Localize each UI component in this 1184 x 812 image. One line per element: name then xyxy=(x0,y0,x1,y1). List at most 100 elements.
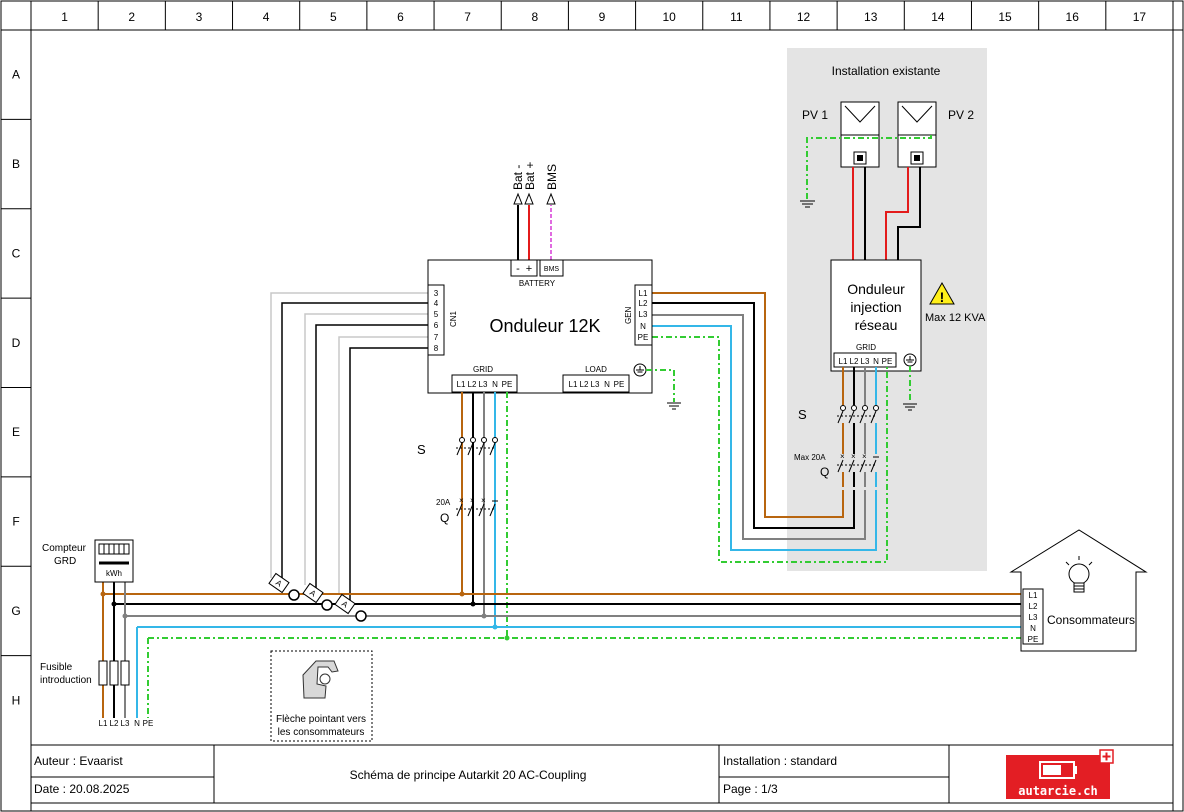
ct2-wire-b xyxy=(315,324,428,590)
current-transformer: A xyxy=(334,593,356,615)
fuse-terminal: L3 xyxy=(121,719,130,728)
junction-dot xyxy=(459,591,465,597)
grid-terminal: PE xyxy=(502,380,513,389)
svg-text:×: × xyxy=(470,496,475,505)
svg-text:×: × xyxy=(481,496,486,505)
gen-label: GEN xyxy=(624,306,633,324)
gen-terminal: L3 xyxy=(639,310,648,319)
ct-clamp-ring xyxy=(288,589,300,601)
injection-earth-terminal xyxy=(903,353,917,367)
svg-text:×: × xyxy=(459,496,464,505)
fuse-terminal: PE xyxy=(143,719,154,728)
meter-label-line2: GRD xyxy=(54,556,76,567)
main-disconnect-switch: × × × xyxy=(456,430,498,531)
warning-icon: ! xyxy=(929,281,955,305)
pv2-panel xyxy=(897,101,937,168)
grid-column-label: 4 xyxy=(263,10,270,24)
grid-column-label: 16 xyxy=(1066,10,1080,24)
cn1-pin: 8 xyxy=(434,344,439,353)
ct1-wire-b xyxy=(281,302,428,580)
pv2-dc-plus-wire xyxy=(885,167,909,260)
grid-column-label: 1 xyxy=(61,10,68,24)
consumer-terminal: L2 xyxy=(1029,602,1038,611)
ct-clamp-ring xyxy=(321,599,333,611)
fuse-label-line1: Fusible xyxy=(40,662,73,673)
grid-column-label: 17 xyxy=(1133,10,1147,24)
injection-inverter-line2: injection xyxy=(850,299,901,315)
load-terminal: L2 xyxy=(580,380,589,389)
ct-note-box xyxy=(270,650,373,742)
fuse-terminal: L1 xyxy=(99,719,108,728)
grid-terminal: L1 xyxy=(457,380,466,389)
pv1-label: PV 1 xyxy=(802,108,828,122)
pv1-panel xyxy=(840,101,880,168)
injection-terminal: PE xyxy=(882,357,893,366)
bms-label: BMS xyxy=(545,164,559,190)
gen-l2-wire xyxy=(652,302,855,529)
grid-row-label: D xyxy=(12,336,21,350)
main-switch-label: S xyxy=(417,442,426,457)
injection-breaker-q: Q xyxy=(820,465,829,479)
title-block xyxy=(31,744,1173,804)
battery-minus-terminal: - xyxy=(516,263,520,275)
max-kva-label: Max 12 KVA xyxy=(925,312,986,324)
consumer-terminal: L3 xyxy=(1029,613,1038,622)
grid-row-label: B xyxy=(12,157,20,171)
earth-symbol xyxy=(667,402,681,410)
grid-column-label: 7 xyxy=(464,10,471,24)
cn1-pin: 4 xyxy=(434,299,439,308)
bms-terminal-label: BMS xyxy=(544,266,560,273)
main-earth-wire xyxy=(646,369,675,402)
grid-terminal: L2 xyxy=(468,380,477,389)
gen-terminal: PE xyxy=(638,333,649,342)
bms-arrow xyxy=(546,192,556,205)
ct2-wire-a xyxy=(304,313,428,585)
grid-column-label: 5 xyxy=(330,10,337,24)
consumer-terminal: PE xyxy=(1028,635,1039,644)
grid-column-label: 11 xyxy=(730,10,743,24)
ct-mark: A xyxy=(274,578,284,589)
current-transformer: A xyxy=(268,572,290,594)
gen-l1-wire xyxy=(652,292,844,518)
gen-n-wire xyxy=(652,325,877,551)
earth-symbol xyxy=(903,403,917,411)
grid-column-label: 6 xyxy=(397,10,404,24)
existing-installation-title: Installation existante xyxy=(832,64,941,78)
autarcie-logo: autarcie.ch xyxy=(1006,749,1114,799)
ct-note-line1: Flèche pointant vers xyxy=(276,714,366,725)
date-field: Date : 20.08.2025 xyxy=(34,782,130,796)
ct3-wire-a xyxy=(338,336,428,595)
drawing-title: Schéma de principe Autarkit 20 AC-Coupli… xyxy=(350,768,587,782)
cn1-label: CN1 xyxy=(449,310,458,327)
main-breaker-label: 20A xyxy=(436,498,451,507)
bat-minus-arrow xyxy=(513,192,523,205)
main-inverter xyxy=(427,259,653,394)
pv2-dc-minus-wire xyxy=(897,167,921,260)
pv2-label: PV 2 xyxy=(948,108,974,122)
injection-inverter-line1: Onduleur xyxy=(847,281,905,297)
injection-inverter-line3: réseau xyxy=(855,317,898,333)
load-terminal: L3 xyxy=(591,380,600,389)
ct1-wire-a xyxy=(270,292,428,578)
load-terminal: PE xyxy=(614,380,625,389)
cn1-terminal-block xyxy=(427,284,445,356)
injection-disconnect-switch: ××× xyxy=(837,398,879,487)
main-earth-terminal xyxy=(633,363,647,377)
injection-breaker-label: Max 20A xyxy=(794,453,826,462)
current-transformer: A xyxy=(302,582,324,604)
current-clamp-icon xyxy=(302,660,339,699)
main-inverter-title: Onduleur 12K xyxy=(489,316,600,336)
junction-dot xyxy=(470,601,476,607)
grid-terminal: L3 xyxy=(479,380,488,389)
injection-grid-label: GRID xyxy=(856,343,876,352)
grid-column-label: 13 xyxy=(864,10,878,24)
grid-column-label: 14 xyxy=(931,10,945,24)
cn1-pin: 3 xyxy=(434,289,439,298)
grid-label: GRID xyxy=(473,365,493,374)
consumers-terminal-block xyxy=(1022,588,1044,645)
ct-clamp-ring xyxy=(355,610,367,622)
fuse-terminal: L2 xyxy=(110,719,119,728)
earth-symbol xyxy=(800,200,815,208)
